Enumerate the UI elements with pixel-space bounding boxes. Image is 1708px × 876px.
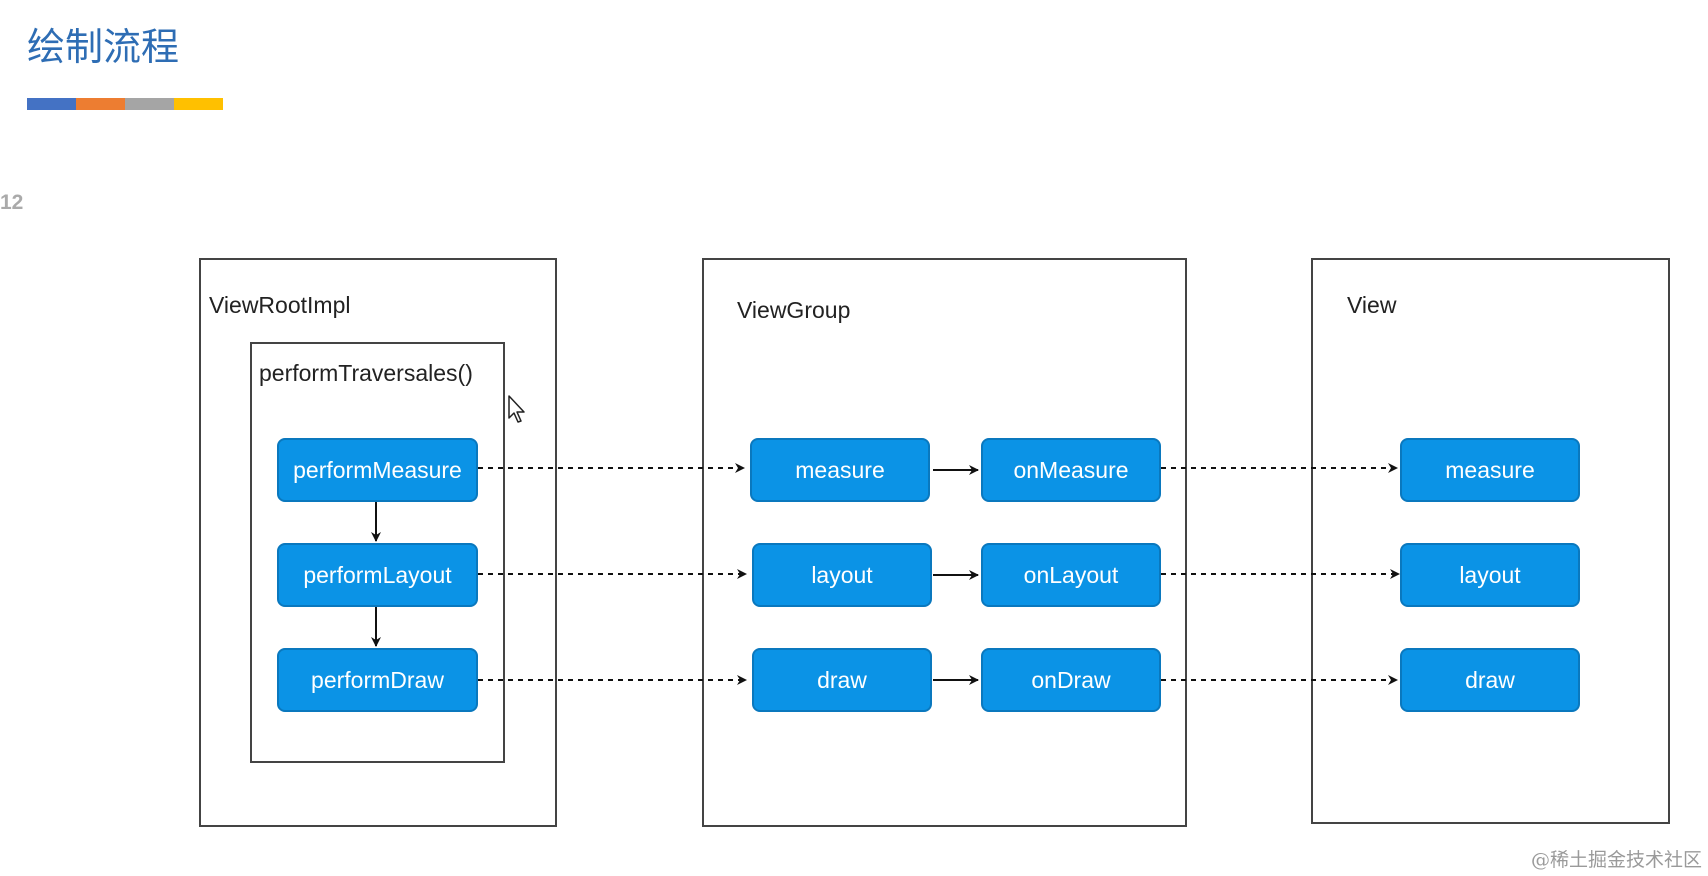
viewrootimpl-label: ViewRootImpl [209,292,351,318]
node-viewgroup-draw[interactable]: draw [752,648,932,712]
node-perform-measure[interactable]: performMeasure [277,438,478,502]
view-label: View [1347,292,1397,318]
node-on-layout[interactable]: onLayout [981,543,1161,607]
viewrootimpl-frame [199,258,557,827]
node-view-draw[interactable]: draw [1400,648,1580,712]
accent-blue [27,98,76,110]
node-viewgroup-measure[interactable]: measure [750,438,930,502]
node-on-draw[interactable]: onDraw [981,648,1161,712]
title-accent-bar [27,98,223,110]
view-frame [1311,258,1670,824]
page-number: 12 [0,191,24,214]
page-title: 绘制流程 [27,25,180,69]
mouse-cursor-icon [508,395,525,423]
viewgroup-label: ViewGroup [737,297,851,323]
perform-traversals-label: performTraversales() [259,360,473,386]
perform-traversals-frame [250,342,505,763]
node-perform-draw[interactable]: performDraw [277,648,478,712]
accent-gray [125,98,174,110]
node-view-layout[interactable]: layout [1400,543,1580,607]
node-viewgroup-layout[interactable]: layout [752,543,932,607]
accent-yellow [174,98,223,110]
node-perform-layout[interactable]: performLayout [277,543,478,607]
node-on-measure[interactable]: onMeasure [981,438,1161,502]
node-view-measure[interactable]: measure [1400,438,1580,502]
accent-orange [76,98,125,110]
viewgroup-frame [702,258,1187,827]
watermark: @稀土掘金技术社区 [1530,849,1702,871]
